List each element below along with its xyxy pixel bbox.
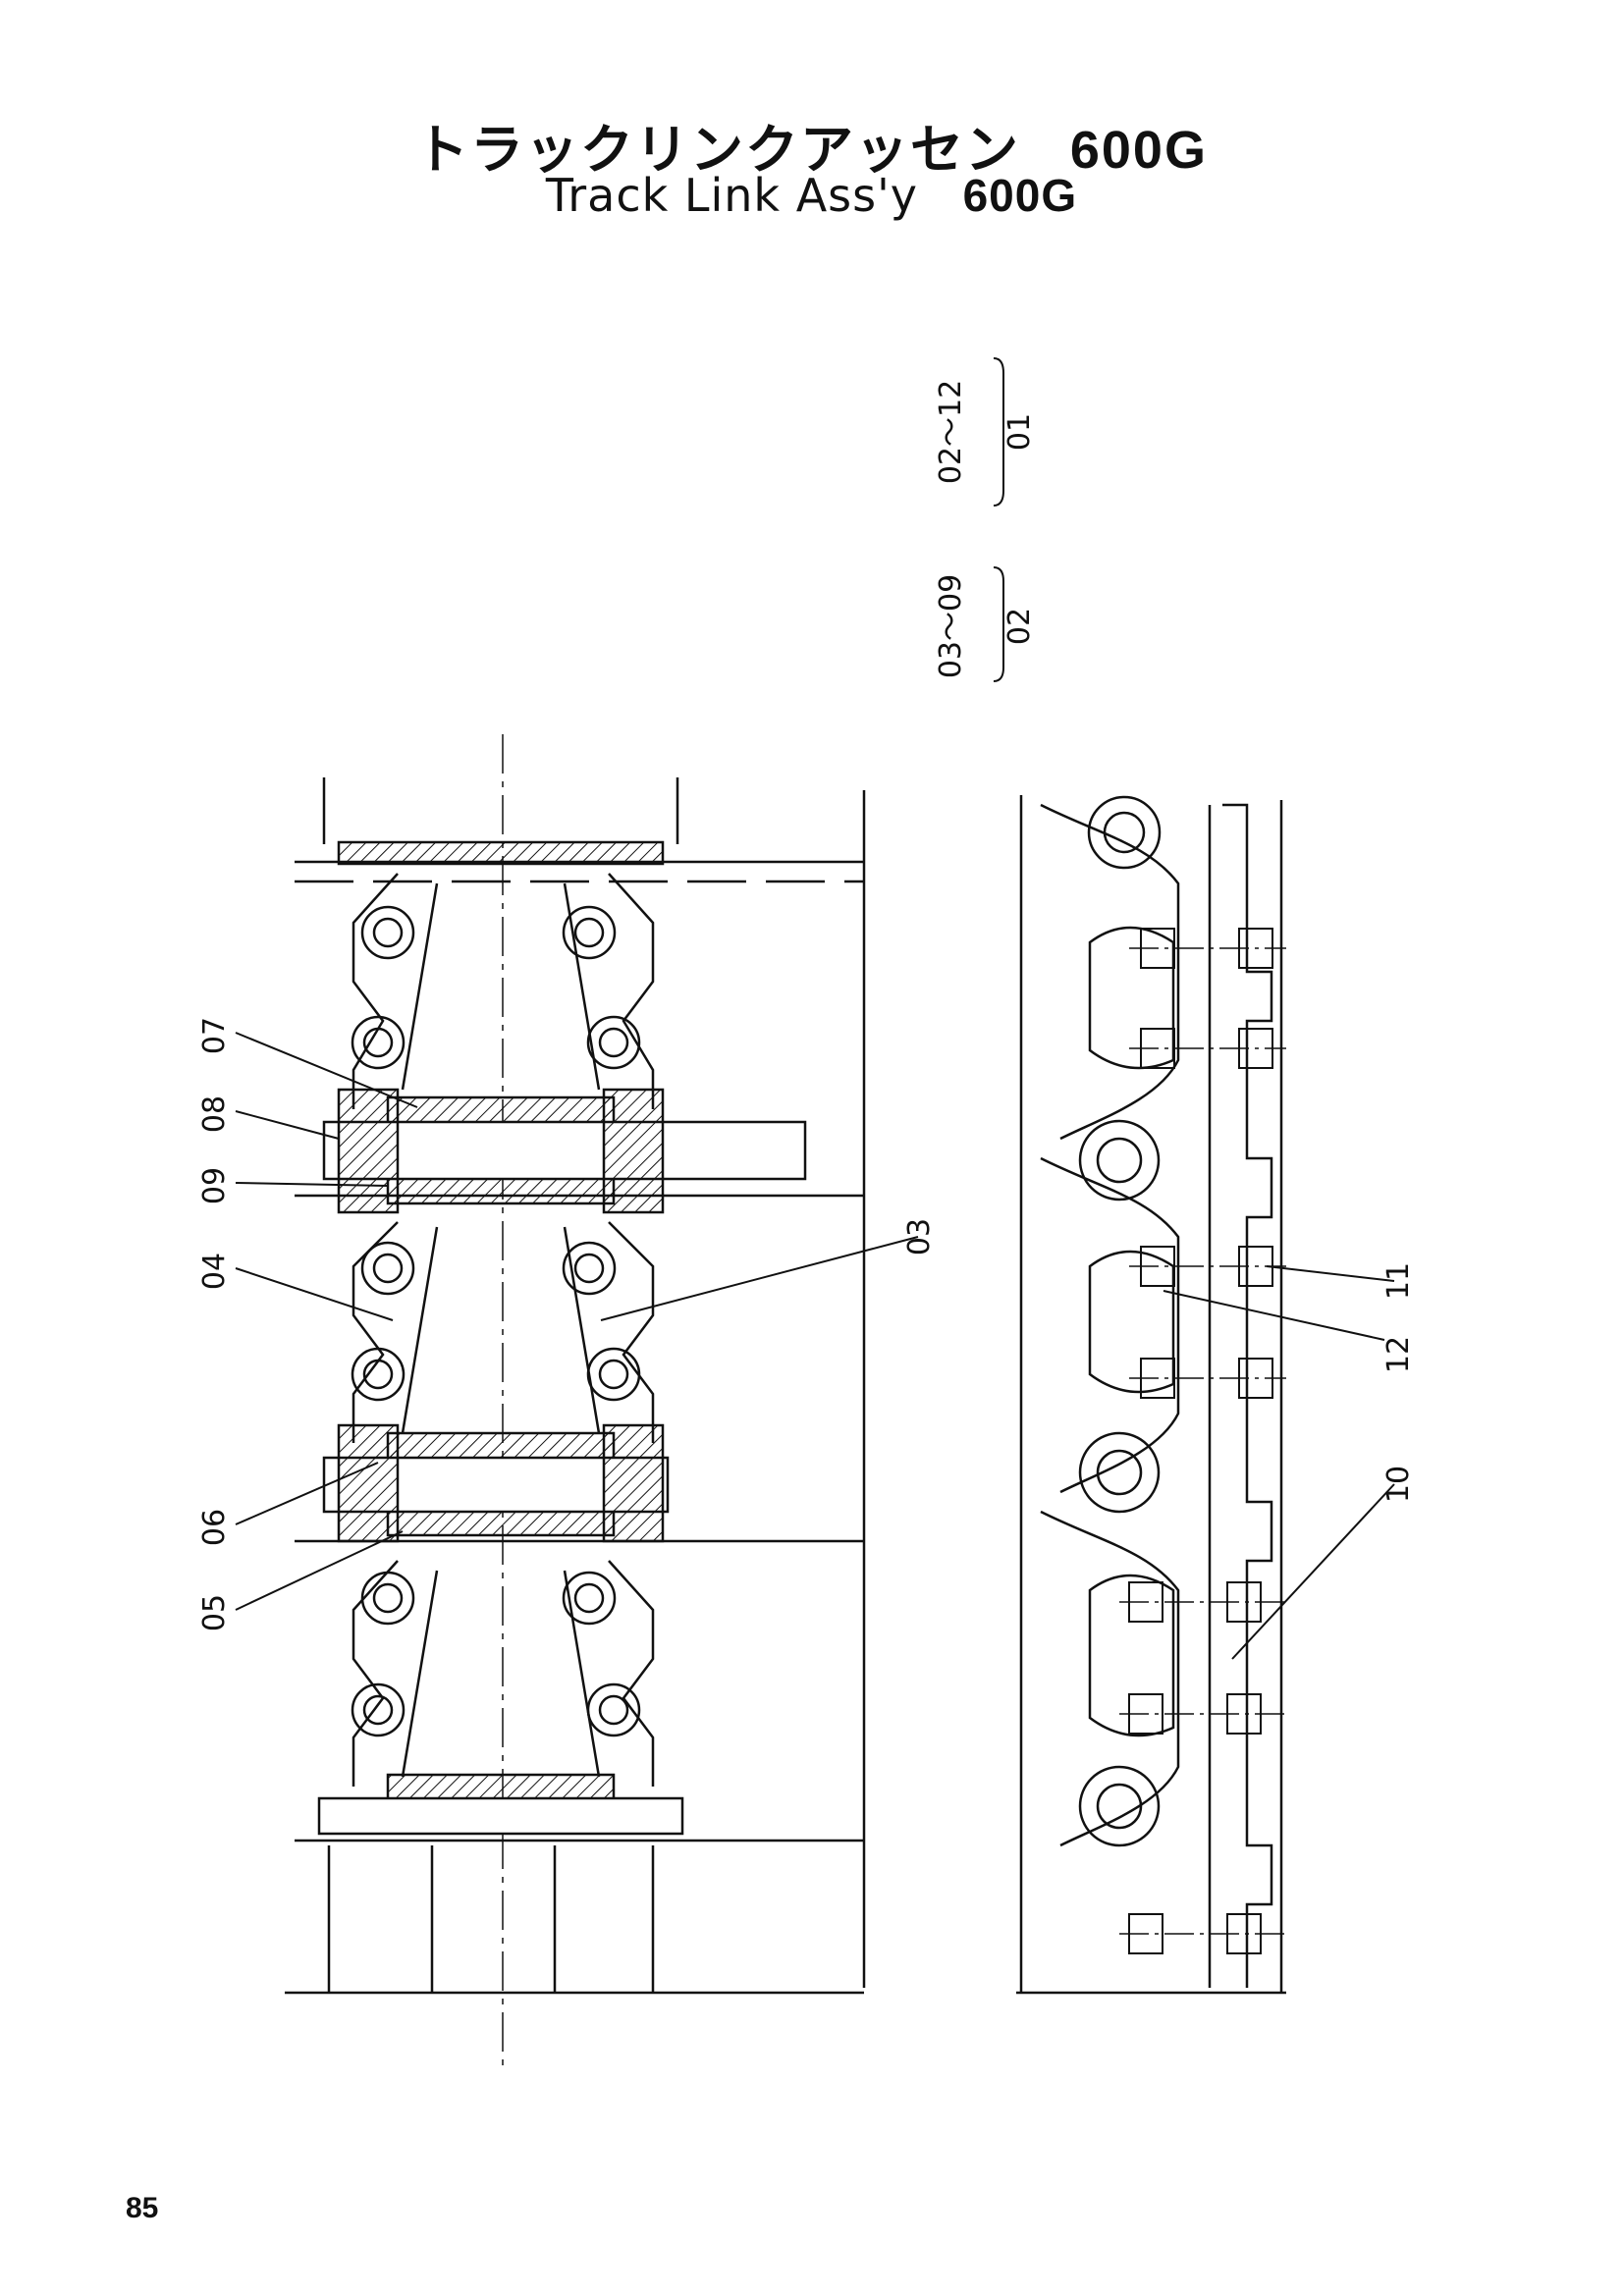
title-en-text: Track Link Ass'y xyxy=(545,169,918,222)
page-number: 85 xyxy=(126,2192,159,2224)
callout-labels: 07 08 09 04 06 05 03 11 12 10 xyxy=(197,1017,1416,1631)
group2-range: 03～09 xyxy=(934,574,968,678)
callout-08: 08 xyxy=(197,1095,232,1133)
callout-05: 05 xyxy=(197,1594,232,1631)
callout-10: 10 xyxy=(1381,1466,1416,1503)
side-view xyxy=(1016,795,1286,1995)
group1-range: 02～12 xyxy=(934,380,968,484)
callout-11: 11 xyxy=(1381,1262,1416,1300)
title-en-model: 600G xyxy=(962,170,1078,221)
plan-view xyxy=(285,734,866,2071)
leader-lines xyxy=(235,1032,1395,1660)
callout-03: 03 xyxy=(902,1218,937,1255)
callout-06: 06 xyxy=(197,1509,232,1546)
callout-09: 09 xyxy=(197,1167,232,1204)
callout-04: 04 xyxy=(197,1253,232,1290)
group2-parent: 02 xyxy=(1002,608,1037,645)
assembly-group-2: 03～09 02 xyxy=(934,566,1037,682)
assembly-group-1: 02～12 01 xyxy=(934,357,1037,507)
page-title-japanese: トラックリンクアッセン 600G xyxy=(0,106,1623,184)
page-title-english: Track Link Ass'y 600G xyxy=(0,169,1623,222)
title-jp-model: 600G xyxy=(1069,121,1208,180)
callout-07: 07 xyxy=(197,1017,232,1054)
callout-12: 12 xyxy=(1381,1336,1416,1373)
title-jp-text: トラックリンクアッセン xyxy=(415,119,1021,181)
group1-parent: 01 xyxy=(1002,413,1037,451)
